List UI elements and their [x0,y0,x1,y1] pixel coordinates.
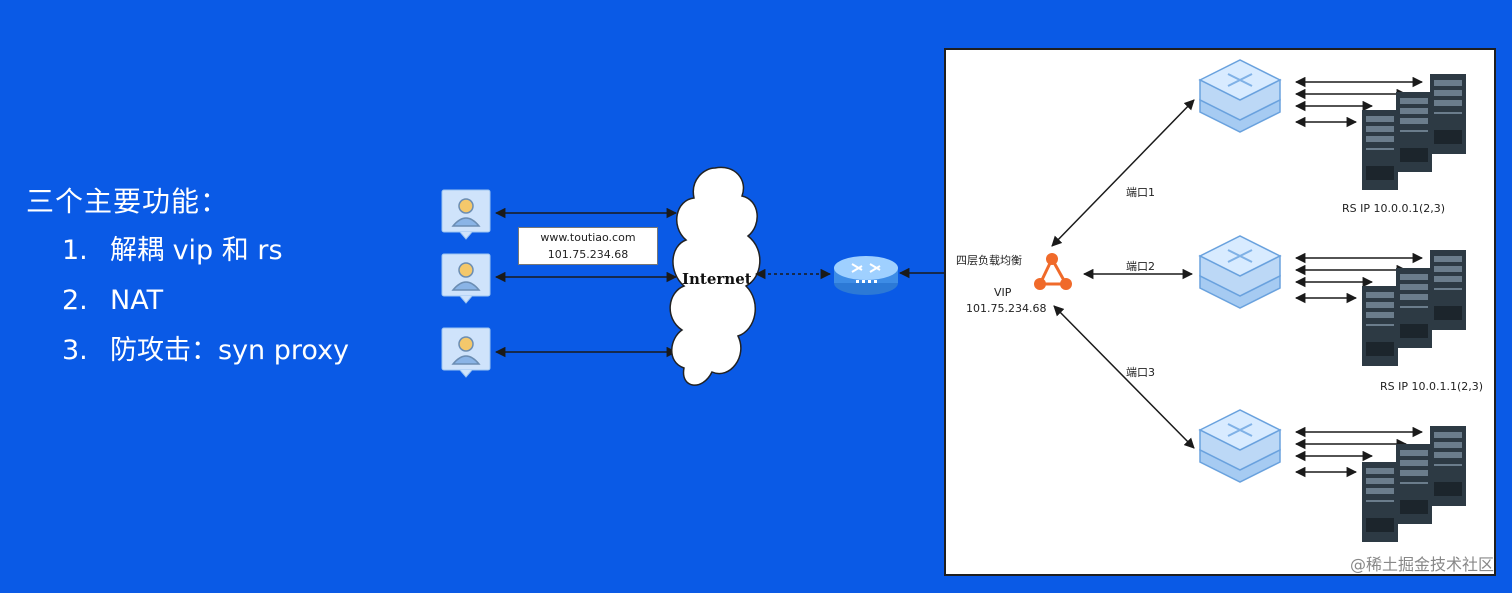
arrow-lb-port3 [1053,305,1195,449]
feature-item-number: 3. [62,335,88,366]
backend-diagram [1034,59,1496,576]
port-label-1: 端口1 [1126,186,1155,199]
switch-icon-2 [1199,235,1281,309]
vip-ip-label: 101.75.234.68 [966,302,1047,315]
dns-record-box: www.toutiao.com 101.75.234.68 [518,227,658,265]
feature-item-text: NAT [110,285,164,316]
internet-label: Internet [682,270,752,288]
port-label-3: 端口3 [1126,366,1155,379]
feature-item-3: 3. 防攻击：syn proxy [62,326,349,376]
feature-item-number: 1. [62,235,88,266]
feature-item-1: 1. 解耦 vip 和 rs [62,226,349,276]
lb-name-label: 四层负载均衡 [956,254,1022,267]
feature-item-2: 2. NAT [62,276,349,326]
router-icon [834,256,898,295]
feature-item-text: 防攻击：syn proxy [110,335,350,366]
vip-label: VIP [994,286,1012,299]
load-balancer-icon [1034,253,1072,290]
user-icon-3 [441,327,491,378]
server-rack-icon-1 [1362,74,1466,190]
switch-icon-3 [1199,409,1281,483]
rs-ip-label-1: RS IP 10.0.0.1(2,3) [1342,202,1446,215]
user-icon-1 [441,189,491,240]
feature-item-number: 2. [62,285,88,316]
user-icon-2 [441,253,491,304]
dns-ip: 101.75.234.68 [547,248,629,261]
port-label-2: 端口2 [1126,260,1155,273]
rs-ip-label-2: RS IP 10.0.1.1(2,3) [1380,380,1484,393]
arrow-lb-port1 [1051,99,1195,247]
backend-panel: 四层负载均衡 VIP 101.75.234.68 端口1 端口2 端口3 RS … [944,48,1496,576]
feature-list: 三个主要功能： 1. 解耦 vip 和 rs 2. NAT 3. 防攻击：syn pr… [26,182,349,376]
watermark: @稀土掘金技术社区 [1349,555,1494,574]
feature-item-text: 解耦 vip 和 rs [110,235,283,266]
switch-icon-1 [1199,59,1281,133]
dns-domain: www.toutiao.com [540,231,636,244]
feature-list-title: 三个主要功能： [26,185,230,218]
internet-cloud-icon [669,166,761,386]
server-rack-icon-2 [1362,250,1466,366]
